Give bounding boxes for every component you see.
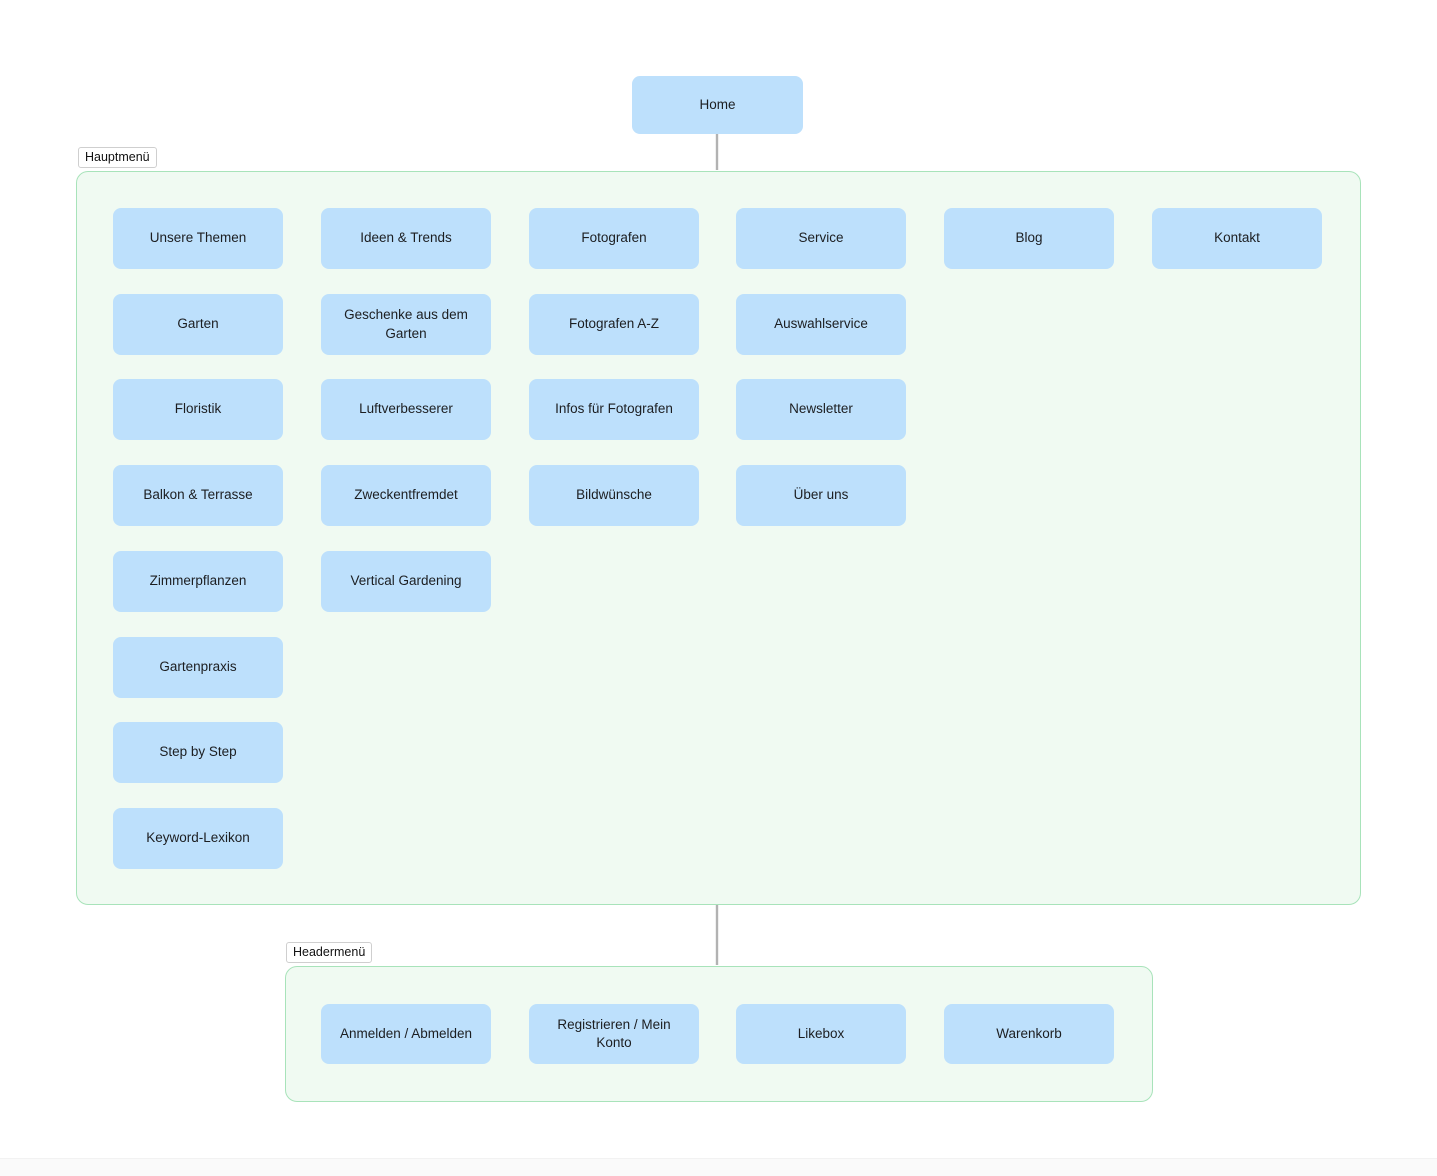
node-luftverbesserer-label: Luftverbesserer bbox=[359, 401, 453, 417]
node-fotografen-a-z[interactable]: Fotografen A-Z bbox=[529, 294, 699, 355]
hauptmenu-group bbox=[76, 171, 1361, 905]
node-service-label: Service bbox=[798, 230, 844, 246]
node-zweckentfremdet[interactable]: Zweckentfremdet bbox=[321, 465, 491, 526]
node-infos-für-fotografen-label: Infos für Fotografen bbox=[555, 401, 673, 417]
node-keyword-lexikon[interactable]: Keyword-Lexikon bbox=[113, 808, 283, 869]
node-kontakt[interactable]: Kontakt bbox=[1152, 208, 1322, 269]
node-über-uns[interactable]: Über uns bbox=[736, 465, 906, 526]
node-anmelden-abmelden[interactable]: Anmelden / Abmelden bbox=[321, 1004, 491, 1064]
node-fotografen-a-z-label: Fotografen A-Z bbox=[568, 316, 660, 332]
node-registrieren-mein-konto-label: Registrieren / Mein Konto bbox=[557, 1016, 671, 1050]
node-likebox-label: Likebox bbox=[797, 1025, 845, 1041]
node-bildwünsche-label: Bildwünsche bbox=[576, 487, 652, 503]
node-blog-label: Blog bbox=[1015, 230, 1043, 246]
node-keyword-lexikon-label: Keyword-Lexikon bbox=[146, 830, 250, 846]
node-fotografen[interactable]: Fotografen bbox=[529, 208, 699, 269]
node-step-by-step[interactable]: Step by Step bbox=[113, 722, 283, 783]
node-über-uns-label: Über uns bbox=[793, 487, 849, 503]
node-zweckentfremdet-label: Zweckentfremdet bbox=[354, 487, 458, 503]
node-fotografen-label: Fotografen bbox=[581, 230, 647, 246]
node-warenkorb[interactable]: Warenkorb bbox=[944, 1004, 1114, 1064]
hauptmenu-group-label: Hauptmenü bbox=[78, 147, 157, 169]
node-balkon-terrasse[interactable]: Balkon & Terrasse bbox=[113, 465, 283, 526]
node-ideen-trends[interactable]: Ideen & Trends bbox=[321, 208, 491, 269]
node-balkon-terrasse-label: Balkon & Terrasse bbox=[143, 487, 253, 503]
node-infos-für-fotografen[interactable]: Infos für Fotografen bbox=[529, 379, 699, 440]
node-auswahlservice-label: Auswahlservice bbox=[774, 316, 868, 332]
node-floristik-label: Floristik bbox=[174, 401, 222, 417]
node-zimmerpflanzen[interactable]: Zimmerpflanzen bbox=[113, 551, 283, 612]
node-gartenpraxis-label: Gartenpraxis bbox=[159, 659, 237, 675]
node-garten[interactable]: Garten bbox=[113, 294, 283, 355]
node-zimmerpflanzen-label: Zimmerpflanzen bbox=[149, 573, 247, 589]
node-unsere-themen[interactable]: Unsere Themen bbox=[113, 208, 283, 269]
node-newsletter-label: Newsletter bbox=[789, 401, 853, 417]
node-newsletter[interactable]: Newsletter bbox=[736, 379, 906, 440]
node-ideen-trends-label: Ideen & Trends bbox=[360, 230, 452, 246]
node-auswahlservice[interactable]: Auswahlservice bbox=[736, 294, 906, 355]
node-kontakt-label: Kontakt bbox=[1214, 230, 1260, 246]
node-luftverbesserer[interactable]: Luftverbesserer bbox=[321, 379, 491, 440]
node-floristik[interactable]: Floristik bbox=[113, 379, 283, 440]
node-geschenke-aus-dem-garten[interactable]: Geschenke aus dem Garten bbox=[321, 294, 491, 355]
headermenu-group-label: Headermenü bbox=[286, 942, 373, 964]
node-bildwünsche[interactable]: Bildwünsche bbox=[529, 465, 699, 526]
node-warenkorb-label: Warenkorb bbox=[996, 1025, 1062, 1041]
footer-strip bbox=[0, 1158, 1437, 1176]
node-home[interactable]: Home bbox=[632, 76, 803, 134]
node-registrieren-mein-konto[interactable]: Registrieren / Mein Konto bbox=[529, 1004, 699, 1064]
node-unsere-themen-label: Unsere Themen bbox=[149, 230, 247, 246]
node-garten-label: Garten bbox=[177, 316, 219, 332]
node-likebox[interactable]: Likebox bbox=[736, 1004, 906, 1064]
node-vertical-gardening[interactable]: Vertical Gardening bbox=[321, 551, 491, 612]
node-home-label: Home bbox=[699, 96, 736, 112]
node-service[interactable]: Service bbox=[736, 208, 906, 269]
node-step-by-step-label: Step by Step bbox=[159, 744, 237, 760]
node-anmelden-abmelden-label: Anmelden / Abmelden bbox=[339, 1025, 473, 1041]
node-vertical-gardening-label: Vertical Gardening bbox=[350, 573, 462, 589]
node-blog[interactable]: Blog bbox=[944, 208, 1114, 269]
node-geschenke-aus-dem-garten-label: Geschenke aus dem Garten bbox=[344, 307, 468, 341]
node-gartenpraxis[interactable]: Gartenpraxis bbox=[113, 637, 283, 698]
